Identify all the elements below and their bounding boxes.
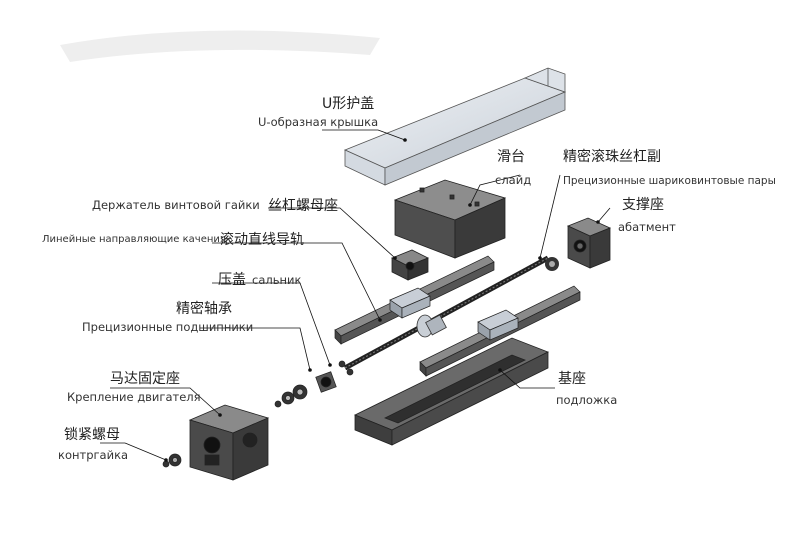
- label-locknut-zh: 锁紧螺母: [64, 427, 120, 443]
- label-u-cover-ru: U-образная крышка: [258, 115, 379, 129]
- label-support-zh: 支撑座: [622, 197, 664, 213]
- linear-rails: [334, 255, 581, 377]
- label-slide-ru: слайд: [495, 173, 532, 187]
- slide-part: [393, 179, 507, 259]
- nut-holder-part: [391, 249, 429, 281]
- label-bearing-zh: 精密轴承: [176, 301, 232, 317]
- label-motor-mount-ru: Крепление двигателя: [67, 390, 201, 404]
- label-ballscrew-ru: Прецизионные шариковинтовые пары: [563, 175, 776, 187]
- leader-dots: [164, 138, 600, 462]
- label-u-cover-zh: U形护盖: [322, 96, 375, 112]
- label-nut-holder-ru: Держатель винтовой гайки: [92, 198, 260, 212]
- label-gland-ru: сальник: [252, 273, 302, 287]
- label-rail-ru: Линейные направляющие качения: [42, 234, 226, 245]
- label-bearing-ru: Прецизионные подшипники: [82, 320, 254, 334]
- label-ballscrew-zh: 精密滚珠丝杠副: [563, 149, 661, 165]
- ball-screw: [343, 255, 559, 371]
- label-base-zh: 基座: [558, 371, 586, 387]
- label-slide-zh: 滑台: [497, 149, 525, 165]
- support-part: [566, 217, 612, 269]
- label-motor-mount-zh: 马达固定座: [110, 371, 180, 387]
- label-rail-zh: 滚动直线导轨: [220, 232, 304, 248]
- u-cover-part: [343, 67, 567, 186]
- background-smudge: [60, 30, 380, 62]
- label-base-ru: подложка: [556, 393, 618, 407]
- small-parts: [162, 360, 354, 468]
- label-locknut-ru: контргайка: [58, 448, 129, 462]
- leader-lines: [100, 129, 611, 461]
- label-gland-zh: 压盖: [218, 272, 246, 288]
- label-support-ru: абатмент: [618, 220, 676, 234]
- label-nut-holder-zh: 丝杠螺母座: [268, 198, 338, 214]
- motor-mount-part: [188, 404, 270, 481]
- base-part: [354, 337, 549, 446]
